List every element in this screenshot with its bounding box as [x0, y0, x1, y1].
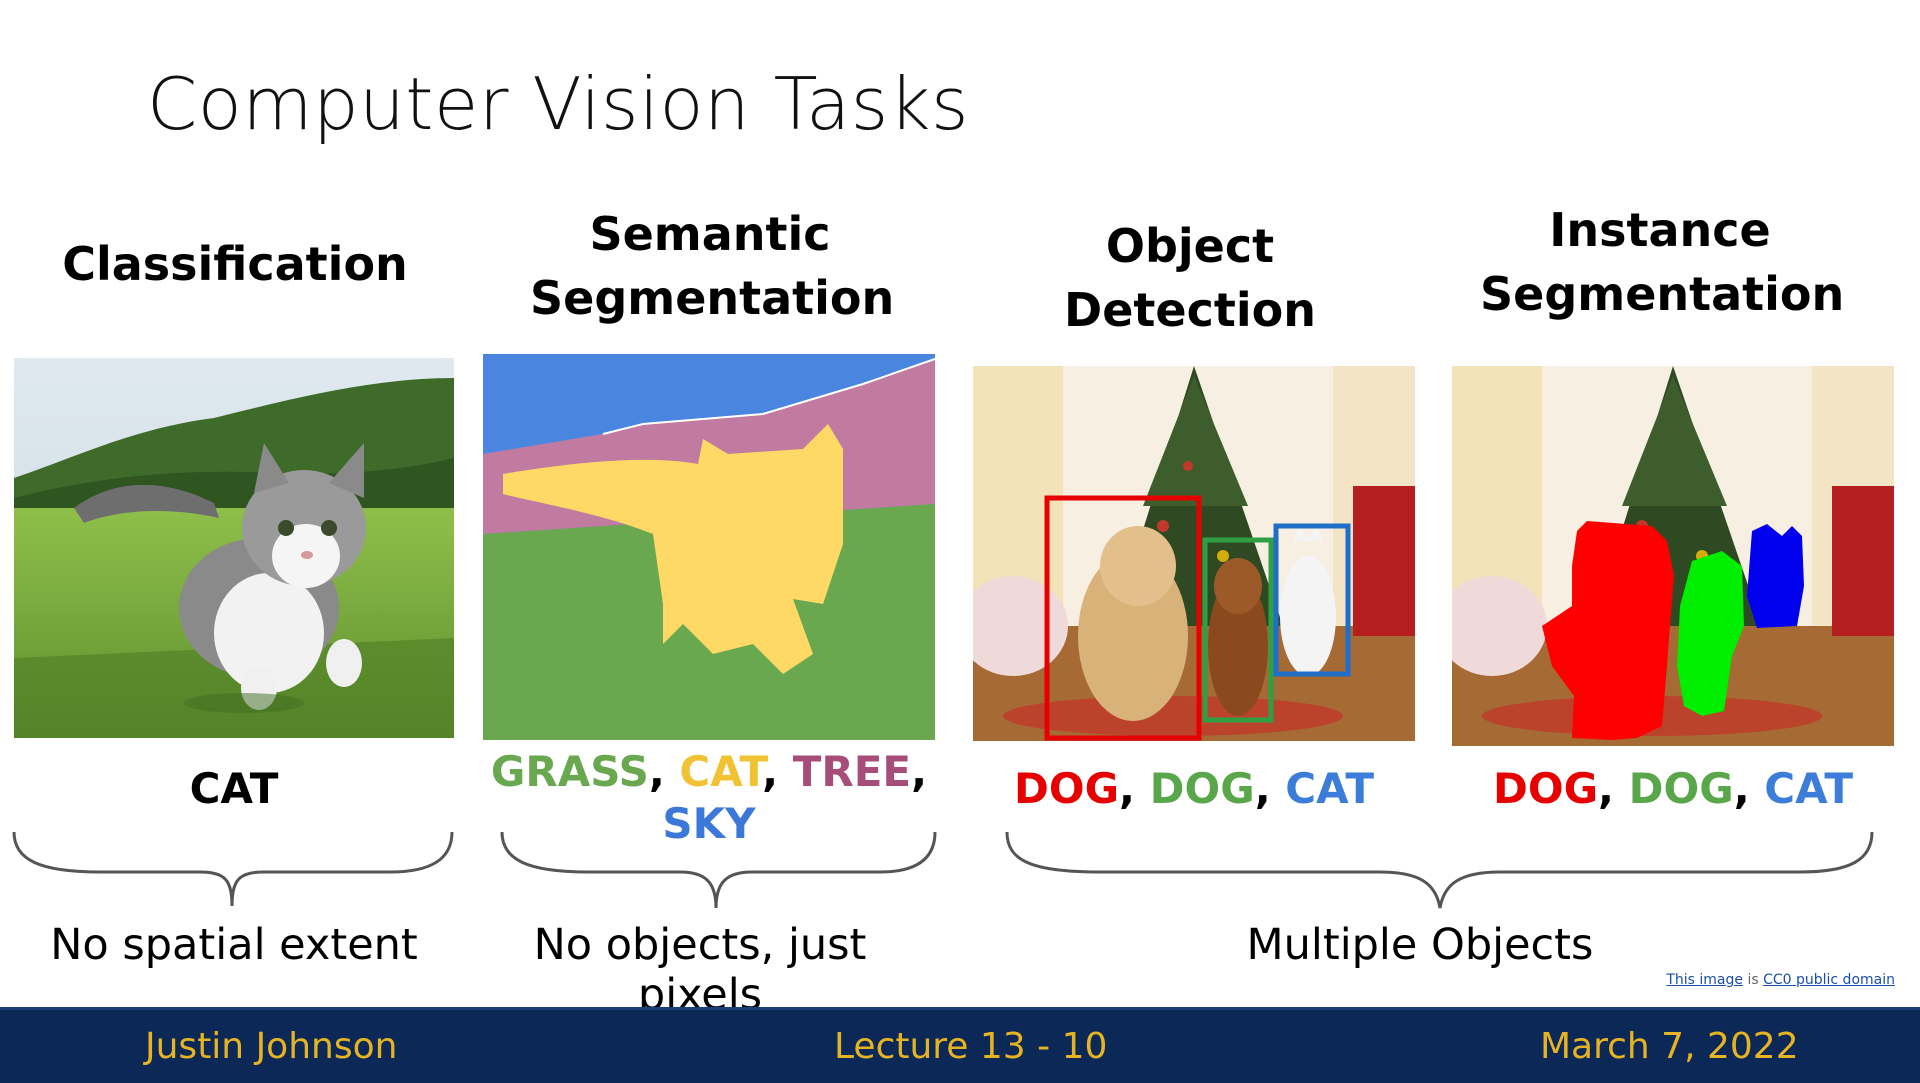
heading-semantic-segmentation: Semantic Segmentation — [530, 202, 895, 330]
heading-detection-line1: Object — [1105, 219, 1275, 273]
label-sep: , — [1254, 764, 1271, 813]
label-sep: , — [762, 747, 779, 796]
label-cat-blue: CAT — [1285, 764, 1374, 813]
label-dog-green: DOG — [1149, 764, 1255, 813]
detection-photo — [973, 366, 1415, 741]
braces — [12, 831, 1874, 909]
brace-semantic — [500, 831, 937, 909]
instance-photo — [1452, 366, 1894, 746]
label-sky: SKY — [662, 799, 756, 848]
heading-classification: Classification — [60, 232, 410, 296]
footer-bar: Justin Johnson Lecture 13 - 10 March 7, … — [0, 1007, 1920, 1083]
image-credit: This image is CC0 public domain — [1666, 972, 1895, 988]
cat-bounding-box — [1273, 523, 1351, 677]
caption-no-spatial-extent: No spatial extent — [50, 920, 418, 970]
label-semantic-cat: CAT — [679, 747, 763, 796]
slide-title: Computer Vision Tasks — [147, 62, 969, 146]
semantic-labels: GRASS, CAT, TREE, SKY — [483, 746, 935, 850]
heading-instance-line2: Segmentation — [1480, 267, 1845, 321]
heading-semantic-line1: Semantic — [589, 207, 831, 261]
segmentation-map — [483, 354, 935, 740]
kitten-photo — [14, 358, 454, 738]
object-detection-image — [973, 366, 1415, 741]
classification-label: CAT — [84, 764, 384, 813]
dog2-bounding-box — [1202, 537, 1274, 723]
heading-classification-line1: Classification — [62, 237, 408, 291]
dog2-mask — [1677, 551, 1744, 716]
label-sep: , — [648, 747, 665, 796]
label-dog-red: DOG — [1014, 764, 1120, 813]
label-sep: , — [1598, 764, 1615, 813]
label-cat: CAT — [189, 764, 279, 813]
label-dog-green: DOG — [1628, 764, 1734, 813]
label-sep: , — [1119, 764, 1136, 813]
label-dog-red: DOG — [1493, 764, 1599, 813]
heading-object-detection: Object Detection — [1030, 214, 1350, 342]
credit-is: is — [1747, 972, 1759, 988]
dog1-mask — [1542, 521, 1674, 740]
heading-detection-line2: Detection — [1064, 283, 1316, 337]
caption-multiple-objects: Multiple Objects — [1246, 920, 1594, 970]
footer-date: March 7, 2022 — [1540, 1026, 1799, 1067]
footer-lecture: Lecture 13 - 10 — [834, 1026, 1108, 1067]
label-grass: GRASS — [490, 747, 649, 796]
brace-multiple — [1005, 831, 1874, 909]
instance-segmentation-image — [1452, 366, 1894, 746]
heading-semantic-line2: Segmentation — [530, 271, 895, 325]
label-sep: , — [1733, 764, 1750, 813]
instance-labels: DOG, DOG, CAT — [1452, 764, 1894, 813]
cat-mask — [1747, 524, 1804, 628]
heading-instance-line1: Instance — [1549, 203, 1771, 257]
credit-link-cc0[interactable]: CC0 public domain — [1763, 972, 1895, 988]
classification-image — [14, 358, 454, 738]
dog1-bounding-box — [1044, 495, 1202, 741]
heading-instance-segmentation: Instance Segmentation — [1480, 198, 1845, 326]
label-cat-blue: CAT — [1764, 764, 1853, 813]
credit-link-image[interactable]: This image — [1666, 972, 1743, 988]
label-tree: TREE — [792, 747, 912, 796]
detection-labels: DOG, DOG, CAT — [973, 764, 1415, 813]
brace-classification — [12, 831, 454, 907]
semantic-segmentation-image — [483, 354, 935, 740]
caption-no-objects: No objects, just pixels — [533, 920, 867, 1020]
footer-author: Justin Johnson — [145, 1026, 398, 1067]
label-sep: , — [911, 747, 928, 796]
